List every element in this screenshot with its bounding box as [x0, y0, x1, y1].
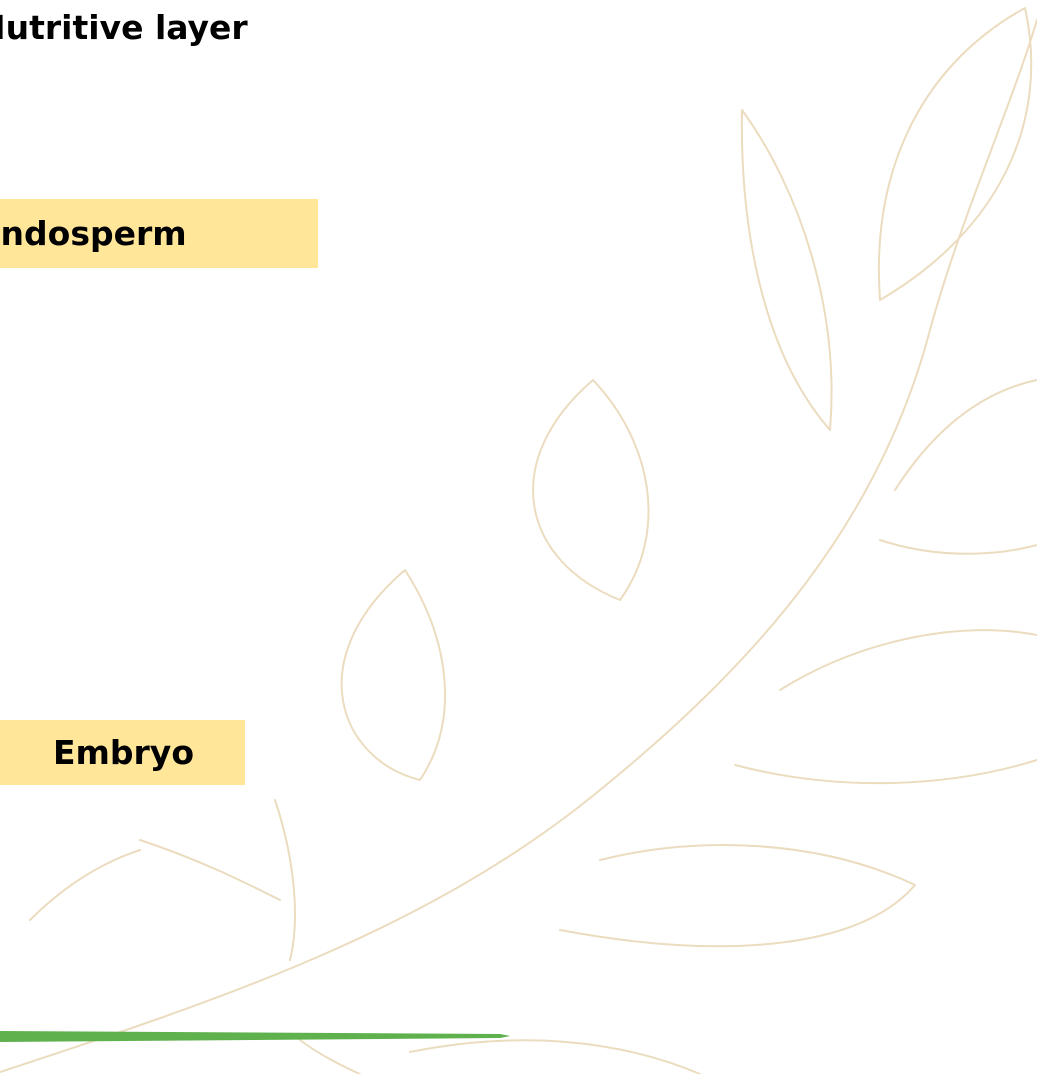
embryo-label: Embryo [0, 720, 245, 785]
leaf-outline [300, 1040, 360, 1074]
leaf-outline [342, 570, 445, 780]
leaf-outline [410, 1040, 700, 1074]
embryo-label-text: Embryo [53, 733, 194, 772]
green-accent-line [0, 1029, 510, 1043]
leaf-outline [533, 380, 648, 600]
branch-stem [0, 20, 1037, 1072]
leaf-outline [742, 110, 832, 430]
leaf-outline [735, 760, 1037, 783]
leaf-outline [30, 850, 140, 920]
leaf-outline [560, 845, 915, 946]
leaf-outline [880, 540, 1037, 554]
leaf-outline [780, 630, 1037, 690]
leaf-outline [275, 800, 295, 960]
leaf-outline [140, 840, 280, 900]
endosperm-label-text: Endosperm [0, 214, 187, 253]
green-accent-stroke [0, 1031, 510, 1042]
leaf-outline [895, 380, 1037, 490]
nutritive-layer-heading: Nutritive layer [0, 8, 248, 47]
leaf-outline [879, 8, 1031, 300]
endosperm-label: Endosperm [0, 199, 318, 268]
